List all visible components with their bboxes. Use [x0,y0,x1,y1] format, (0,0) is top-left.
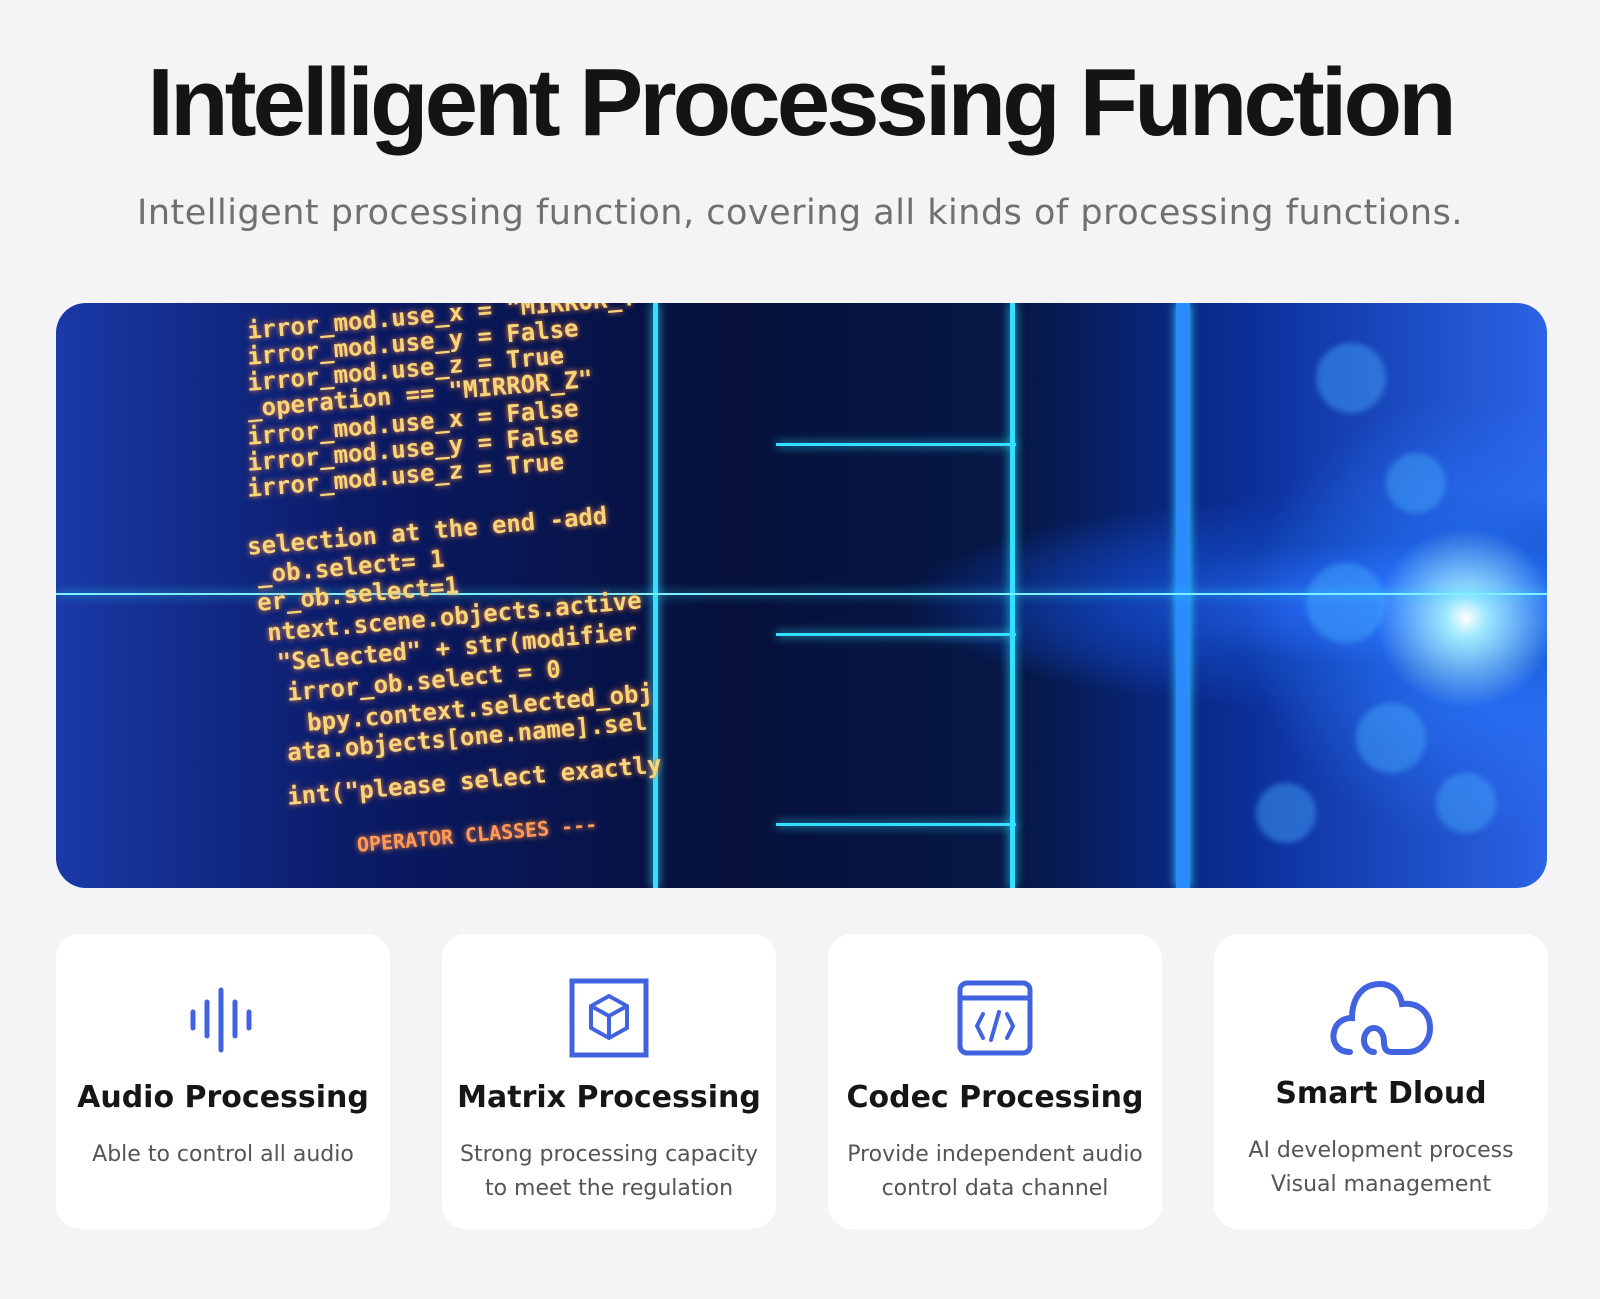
card-description: Provide independent audio [847,1142,1143,1167]
card-description: control data channel [881,1176,1109,1201]
feature-card-audio: Audio Processing Able to control all aud… [56,934,390,1229]
card-description: AI development process [1248,1138,1514,1163]
card-description: Able to control all audio [92,1142,354,1167]
card-description: Visual management [1270,1172,1492,1197]
card-title: Audio Processing [77,1080,369,1115]
feature-card-matrix: Matrix Processing Strong processing capa… [442,934,776,1229]
page-title: Intelligent Processing Function [147,49,1456,156]
code-window-icon [957,980,1033,1056]
card-description: Strong processing capacity [460,1142,758,1167]
card-title: Matrix Processing [457,1080,761,1115]
feature-card-codec: Codec Processing Provide independent aud… [828,934,1162,1229]
cloud-icon [1330,980,1434,1055]
card-description: to meet the regulation [484,1176,734,1201]
cube-matrix-icon [569,978,649,1058]
page-subtitle: Intelligent processing function, coverin… [137,193,1463,233]
sound-wave-icon [190,987,252,1053]
code-line: OPERATOR CLASSES --- [356,812,599,857]
card-title: Codec Processing [846,1080,1144,1115]
card-title: Smart Dloud [1275,1076,1487,1111]
hero-image-code-servers: irror_mod.use_x = "MIRROR_Y" irror_mod.u… [56,303,1547,888]
